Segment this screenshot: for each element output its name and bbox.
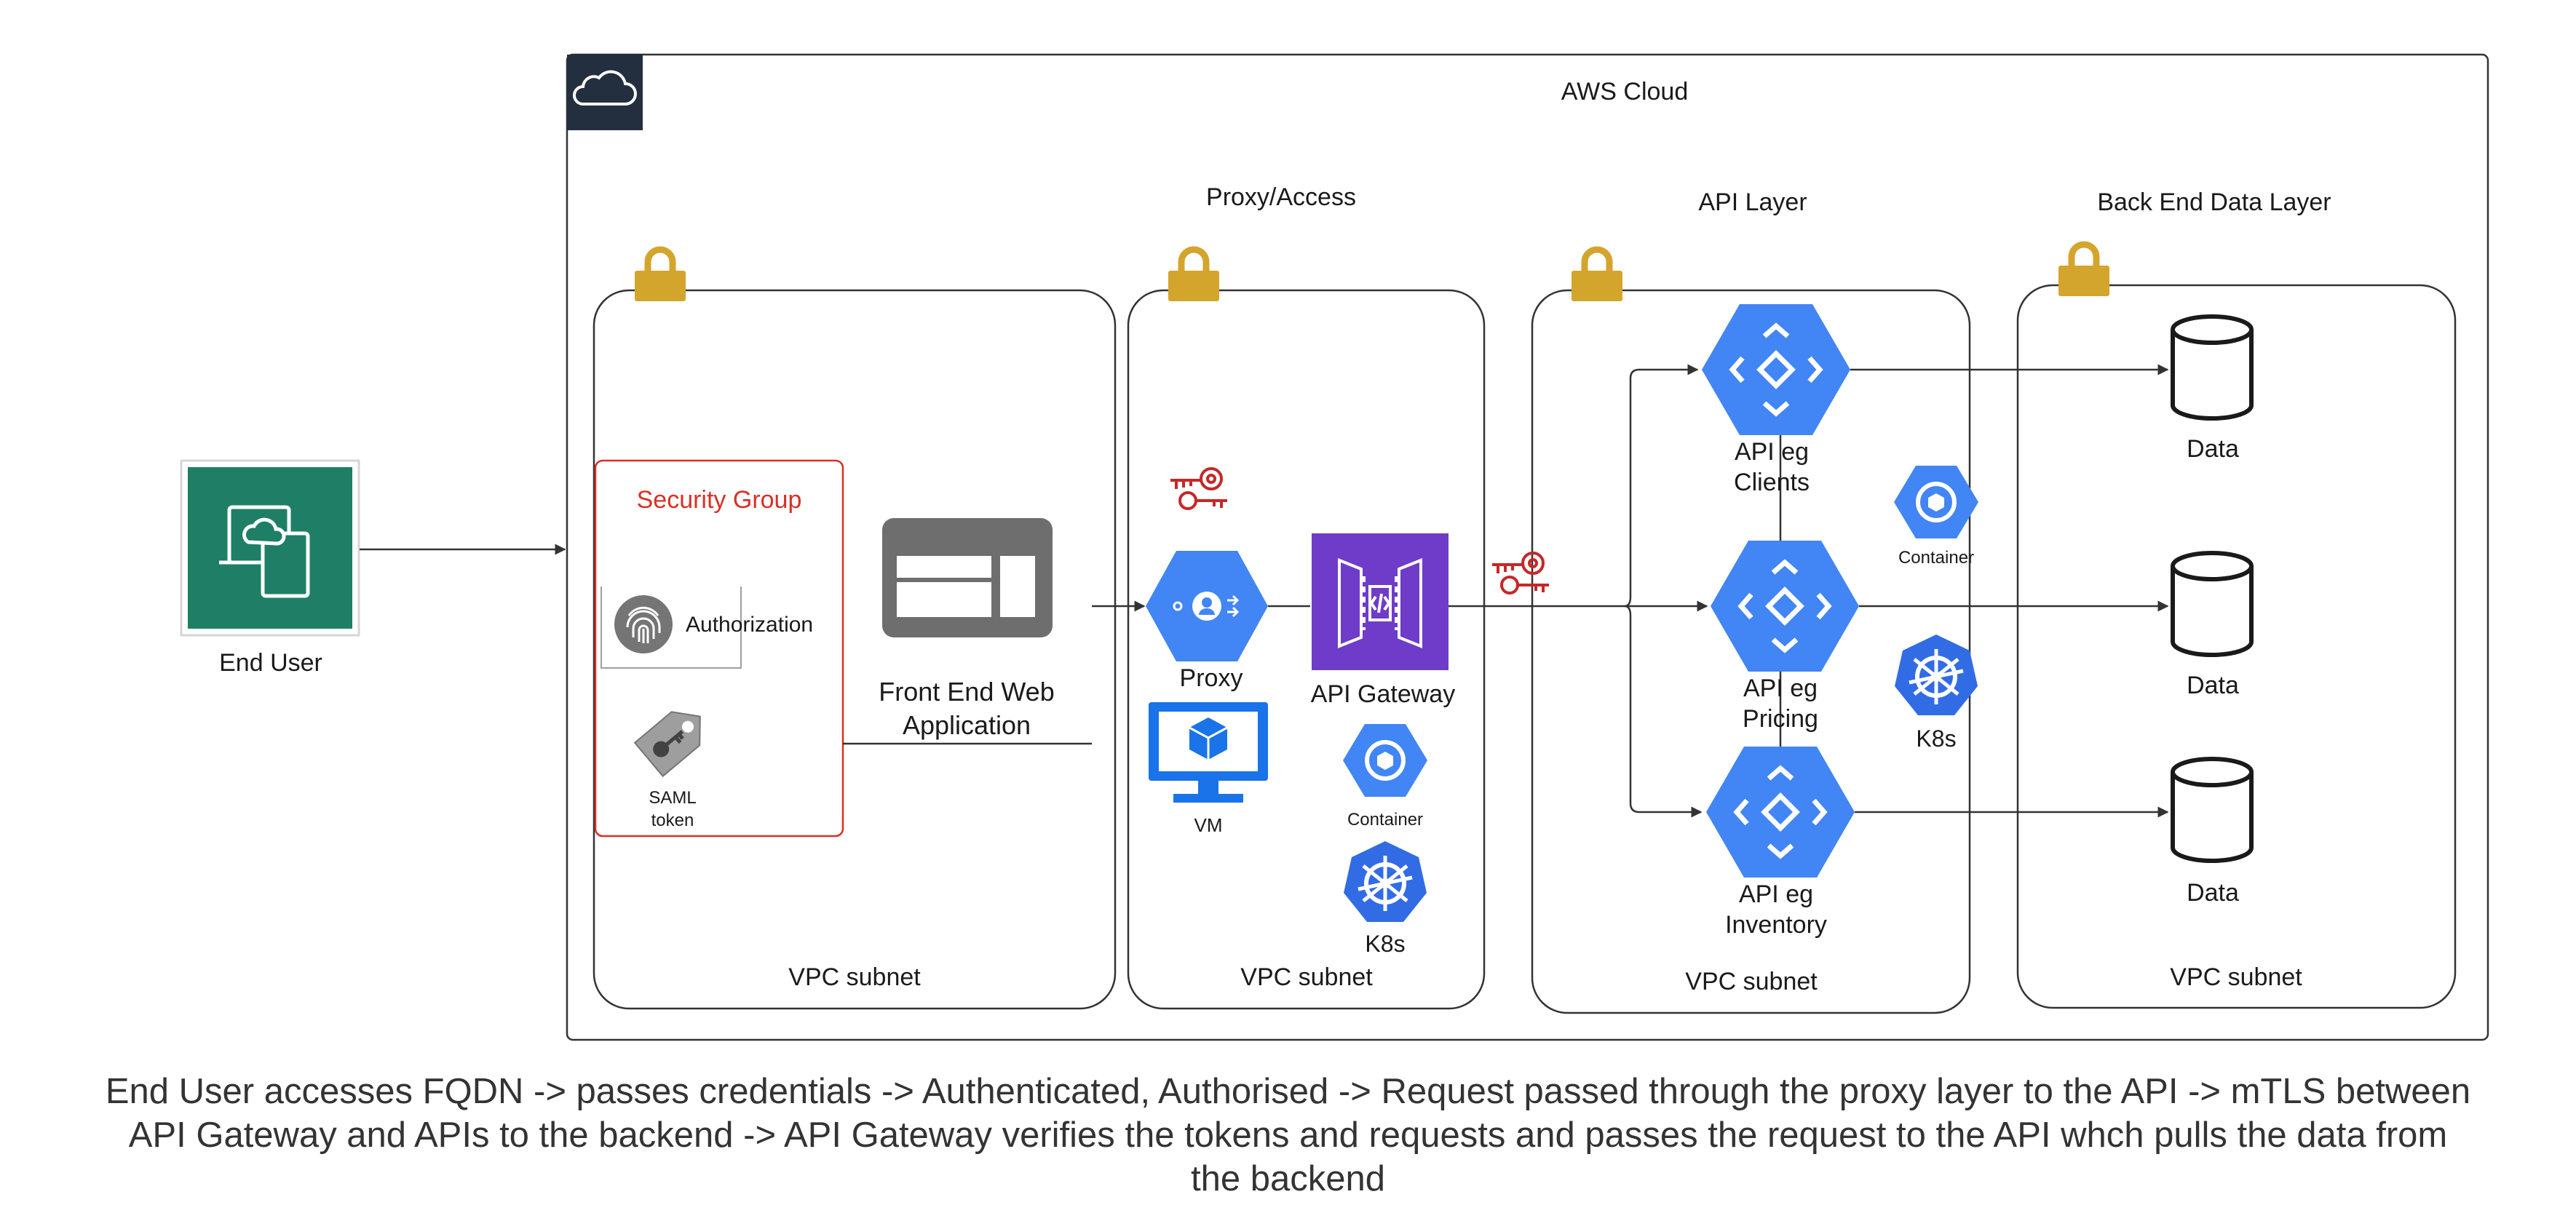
key-icon	[1169, 467, 1229, 510]
endpoints-hex-icon	[1706, 747, 1855, 878]
vm-label: VM	[1194, 814, 1223, 836]
tag-key-icon	[633, 711, 701, 778]
endpoints-hex-icon	[1702, 304, 1850, 435]
api-container-label: Container	[1898, 548, 1974, 568]
lock-icon	[635, 250, 686, 301]
lock-icon	[2058, 244, 2109, 296]
caption-line-3: the backend	[1191, 1159, 1385, 1198]
key-icon	[1491, 552, 1550, 594]
caption-line-1: End User accesses FQDN -> passes credent…	[105, 1072, 2471, 1111]
connector-to-api-clients	[1624, 364, 1699, 608]
end-user-label: End User	[219, 649, 322, 677]
data-label-2: Data	[2187, 672, 2239, 699]
authorization-label: Authorization	[686, 613, 813, 637]
cloud-icon	[573, 70, 637, 106]
k8s-label: K8s	[1365, 931, 1405, 957]
lock-icon	[1168, 250, 1219, 301]
diagram-caption: End User accesses FQDN -> passes credent…	[44, 1070, 2532, 1201]
vpc-subnet-2-label: VPC subnet	[1240, 963, 1373, 991]
data-label-3: Data	[2187, 879, 2239, 907]
aws-cloud-boundary	[566, 53, 2489, 1041]
vpc-subnet-2	[1127, 289, 1486, 1010]
vpc-subnet-4-label: VPC subnet	[2170, 963, 2302, 991]
endpoints-hex-icon	[1711, 541, 1859, 672]
container-hex-icon	[1343, 724, 1427, 797]
api-gateway-icon	[1312, 533, 1448, 670]
api-inventory-label-line1: API eg	[1739, 880, 1813, 908]
web-app-icon	[882, 518, 1053, 637]
proxy-hex-icon	[1146, 551, 1268, 661]
fingerprint-icon	[614, 595, 673, 653]
vm-monitor-icon	[1149, 702, 1268, 803]
container-hex-icon	[1894, 466, 1978, 538]
api-pricing-label-line2: Pricing	[1743, 705, 1818, 733]
api-clients-label-line1: API eg	[1735, 438, 1809, 466]
aws-cloud-badge	[567, 55, 643, 130]
connector-to-api-inventory	[1624, 605, 1703, 818]
api-gateway-label: API Gateway	[1311, 680, 1455, 708]
saml-label-line2: token	[651, 811, 694, 830]
layer-title-backend: Back End Data Layer	[2097, 188, 2331, 216]
caption-line-2: API Gateway and APIs to the backend -> A…	[128, 1115, 2448, 1155]
authorization-card-edge	[601, 586, 742, 669]
vpc-subnet-1-label: VPC subnet	[788, 963, 921, 991]
k8s-wheel-icon	[1344, 841, 1427, 922]
aws-cloud-title: AWS Cloud	[1561, 78, 1688, 106]
frontend-label-line2: Application	[903, 710, 1031, 740]
database-cylinder-icon	[2173, 317, 2251, 418]
database-cylinder-icon	[2173, 759, 2251, 861]
api-pricing-label-line1: API eg	[1743, 675, 1818, 702]
api-k8s-label: K8s	[1916, 725, 1956, 752]
saml-label-line1: SAML	[649, 788, 696, 808]
lock-icon	[1572, 250, 1622, 301]
api-inventory-label-line2: Inventory	[1725, 911, 1827, 939]
vpc-subnet-3-label: VPC subnet	[1685, 968, 1818, 995]
k8s-wheel-icon	[1895, 635, 1978, 715]
frontend-label-line1: Front End Web	[879, 677, 1054, 707]
layer-title-proxy: Proxy/Access	[1206, 183, 1356, 211]
security-group-box	[594, 459, 844, 838]
api-clients-label-line2: Clients	[1734, 469, 1810, 496]
data-label-1: Data	[2187, 435, 2239, 463]
proxy-label: Proxy	[1180, 664, 1243, 692]
vpc-subnet-4	[2016, 284, 2457, 1009]
container-label: Container	[1347, 810, 1423, 830]
database-cylinder-icon	[2173, 553, 2251, 655]
vpc-subnet-1	[593, 289, 1117, 1010]
layer-title-api: API Layer	[1698, 188, 1807, 216]
security-group-title: Security Group	[637, 486, 802, 514]
